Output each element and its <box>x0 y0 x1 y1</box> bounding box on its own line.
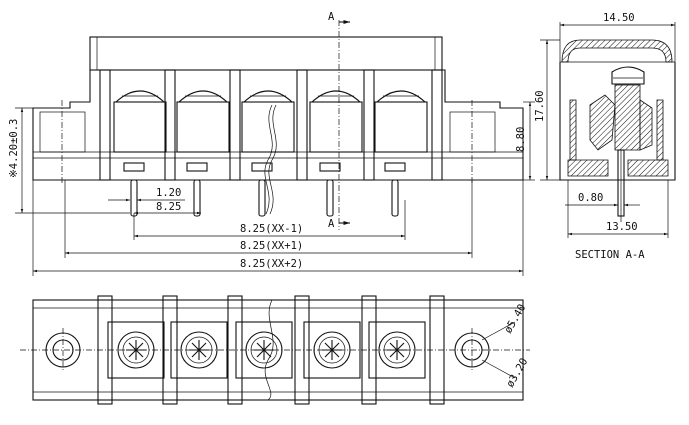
screw-cross <box>189 340 209 360</box>
front-view: A A ※4.20±0.3 8.80 1.20 8.25 8.25(XX-1) … <box>8 11 535 276</box>
dim-span-3: 8.25(XX+2) <box>240 258 303 270</box>
front-barrier <box>296 69 308 181</box>
top-barrier <box>429 295 445 405</box>
section-marker-bottom: A <box>328 218 335 230</box>
section-marker-top: A <box>328 11 335 23</box>
screw-dome <box>243 90 293 103</box>
dim-hole-dia: ø3.20 <box>504 356 530 389</box>
top-cell <box>107 321 165 379</box>
screw-head <box>378 331 416 369</box>
dim-span-2: 8.25(XX+1) <box>240 240 303 252</box>
front-barrier <box>363 69 375 181</box>
pin <box>193 179 201 217</box>
dim-span-1: 8.25(XX-1) <box>240 223 303 235</box>
top-barrier <box>361 295 377 405</box>
top-barrier <box>227 295 243 405</box>
mount-hole-right <box>454 328 490 372</box>
front-barrier <box>164 69 176 181</box>
section-view: 14.50 17.60 0.80 13.50 SECTION A-A <box>534 12 676 261</box>
screw-dome <box>376 90 426 103</box>
dim-height-left: ※4.20±0.3 <box>8 119 20 178</box>
dim-outer-dia: ø5.40 <box>502 302 528 335</box>
top-barrier <box>294 295 310 405</box>
top-cell <box>303 321 361 379</box>
top-cell <box>170 321 228 379</box>
screw-cross <box>387 340 407 360</box>
terminal-cell <box>374 101 428 153</box>
screw-dome <box>311 90 361 103</box>
dim-height-right: 8.80 <box>515 127 527 152</box>
dim-pitch: 8.25 <box>156 201 181 213</box>
dim-width-bottom: 13.50 <box>606 221 638 233</box>
dim-height-section: 17.60 <box>534 90 546 122</box>
screw-head <box>180 331 218 369</box>
screw-dome <box>178 90 228 103</box>
terminal-cell <box>176 101 230 153</box>
wire-slot <box>319 162 341 172</box>
pin <box>258 179 266 217</box>
screw-head <box>117 331 155 369</box>
dim-pin-width: 1.20 <box>156 187 181 199</box>
pin <box>391 179 399 217</box>
terminal-cell <box>309 101 363 153</box>
dim-pin-offset: 0.80 <box>578 192 603 204</box>
screw-head <box>245 331 283 369</box>
front-barrier <box>229 69 241 181</box>
front-barrier <box>431 69 443 181</box>
top-cell <box>235 321 293 379</box>
wire-slot <box>251 162 273 172</box>
wire-break-top <box>264 299 274 401</box>
wire-slot <box>384 162 406 172</box>
wire-break <box>264 104 273 215</box>
wire-slot <box>186 162 208 172</box>
terminal-cell <box>241 101 295 153</box>
top-barrier <box>97 295 113 405</box>
section-caption: SECTION A-A <box>575 249 645 261</box>
screw-head <box>313 331 351 369</box>
top-cell <box>368 321 426 379</box>
wire-slot <box>123 162 145 172</box>
terminal-cell <box>113 101 167 153</box>
pin <box>130 179 138 217</box>
pin <box>326 179 334 217</box>
mount-hole-left <box>45 328 81 372</box>
top-barrier <box>162 295 178 405</box>
screw-cross <box>254 340 274 360</box>
screw-cross <box>126 340 146 360</box>
front-barrier <box>99 69 111 181</box>
screw-cross <box>322 340 342 360</box>
dim-width-top: 14.50 <box>603 12 635 24</box>
top-view: ø5.40 ø3.20 <box>20 295 530 405</box>
screw-dome <box>115 90 165 103</box>
